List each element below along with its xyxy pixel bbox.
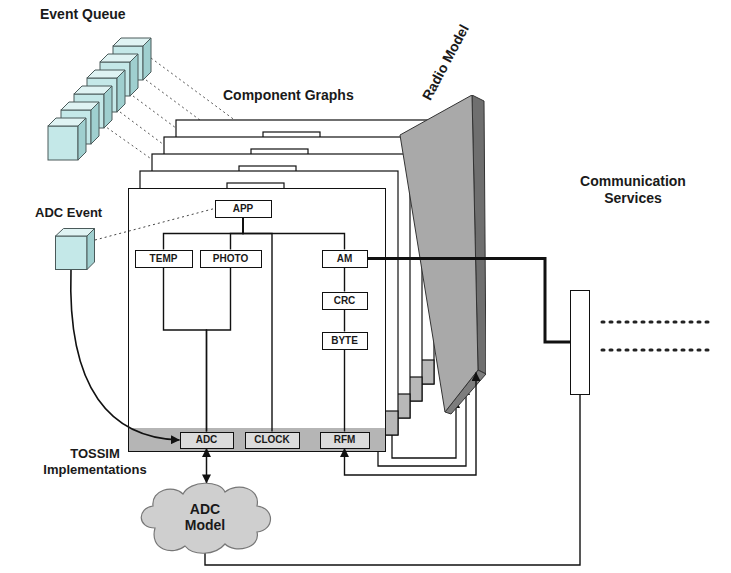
communication-services-box: Communication Services <box>570 290 590 395</box>
node-label: CRC <box>334 295 356 307</box>
connector <box>368 259 571 343</box>
event-queue-cubes <box>48 38 151 160</box>
event-cube: ADC Event <box>55 228 95 270</box>
connector <box>95 209 215 241</box>
cube-side <box>143 38 151 80</box>
node-label: CLOCK <box>254 434 290 446</box>
cube-side <box>104 86 112 128</box>
adc-model-cloud: ADC Model <box>135 478 275 556</box>
node-label: BYTE <box>331 335 358 347</box>
connector <box>164 268 207 432</box>
component-box: BYTE <box>322 332 368 350</box>
connector <box>205 395 580 565</box>
node-label: PHOTO <box>213 253 248 265</box>
node-label: APP <box>233 203 254 215</box>
component-box: APP <box>215 200 272 218</box>
node-label: RFM <box>334 434 356 446</box>
component-graph-panel: Component GraphsAPPTEMPPHOTOAMCRCBYTEADC… <box>128 188 386 452</box>
implementation-label: TOSSIM Implementations <box>38 446 152 477</box>
tossim-box: RFM <box>320 432 370 449</box>
front-panel-sheet <box>128 188 386 452</box>
connector <box>207 268 231 432</box>
queue-label: Event Queue <box>40 6 126 23</box>
tossim-box: ADC <box>180 432 234 449</box>
continuation-dots <box>602 322 712 350</box>
node-label: AM <box>337 253 353 265</box>
connector <box>164 218 244 250</box>
node-label: ADC Event <box>35 205 102 221</box>
connector <box>344 268 345 292</box>
cube-side <box>117 70 125 112</box>
node-label: Component Graphs <box>223 87 354 104</box>
cube-face <box>48 126 78 160</box>
node-label: Communication Services <box>567 173 699 207</box>
slab-shape <box>398 95 486 415</box>
node-label: ADC <box>196 434 218 446</box>
component-box: PHOTO <box>200 250 262 268</box>
tossim-box: CLOCK <box>245 432 300 449</box>
node-label: ADC Model <box>173 501 237 533</box>
cube-side <box>91 102 99 144</box>
connector <box>344 310 345 332</box>
connector <box>243 218 272 432</box>
node-label: Radio Model <box>418 21 472 102</box>
connector <box>345 373 477 476</box>
component-box: AM <box>322 250 368 268</box>
component-box: TEMP <box>135 250 193 268</box>
connector <box>344 350 345 432</box>
dotted-line <box>602 349 712 352</box>
component-box: CRC <box>322 292 368 310</box>
cube-side <box>130 54 138 96</box>
node-label: TEMP <box>150 253 178 265</box>
dotted-line <box>602 321 712 324</box>
connector <box>206 449 208 484</box>
connector <box>71 270 180 440</box>
cube-side <box>78 118 86 160</box>
radio-model-slab: Radio Model <box>398 95 486 415</box>
cube-shape <box>55 228 95 270</box>
connector <box>231 218 244 250</box>
